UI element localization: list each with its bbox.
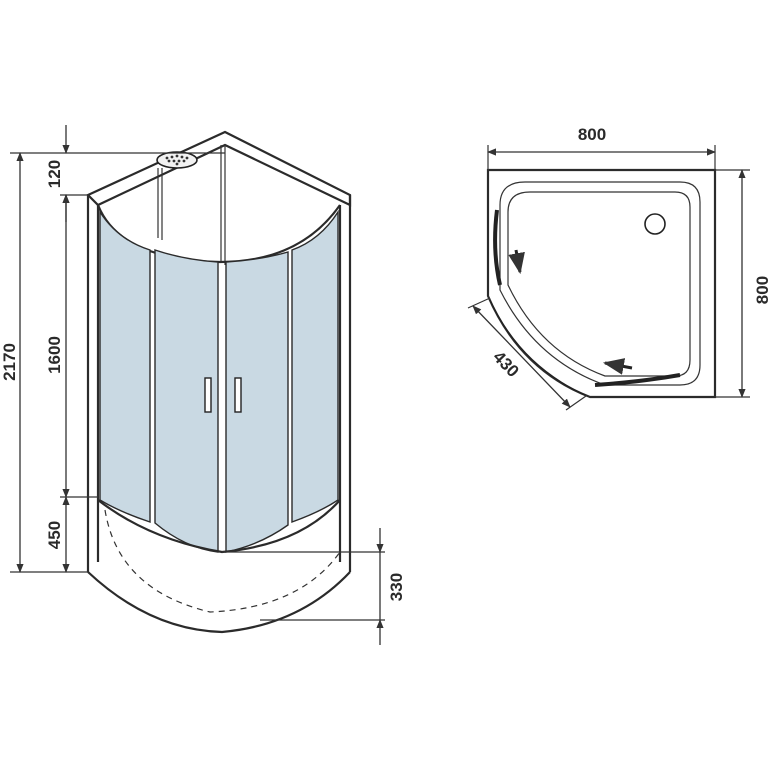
dim-total-height: 2170	[0, 343, 19, 381]
door-slide-arrow-left	[508, 249, 525, 275]
plan-dimensions: 800 800 430	[467, 125, 769, 411]
front-dimensions: 2170 120 1600 450 330	[0, 125, 406, 645]
dim-glass-height: 1600	[45, 336, 64, 374]
front-view	[86, 130, 385, 634]
dim-tray-height: 450	[45, 521, 64, 549]
door-handle-right	[234, 377, 242, 413]
shower-tray	[87, 571, 351, 634]
dim-plan-width: 800	[578, 125, 606, 144]
cabin-roof	[86, 130, 352, 207]
dim-tray-depth: 330	[387, 573, 406, 601]
tray-outline	[486, 168, 717, 399]
shower-head-icon	[156, 151, 198, 169]
glass-panel-left	[99, 209, 151, 523]
dim-top-height: 120	[45, 160, 64, 188]
drain-icon	[644, 213, 666, 235]
dim-plan-depth: 800	[753, 276, 769, 304]
glass-panel-right	[291, 209, 339, 523]
plan-view	[486, 168, 717, 399]
sliding-door-track	[493, 209, 502, 286]
glass-panel-center-right	[225, 251, 289, 553]
door-slide-arrow-bottom	[602, 358, 633, 375]
door-handle-left	[204, 377, 212, 413]
